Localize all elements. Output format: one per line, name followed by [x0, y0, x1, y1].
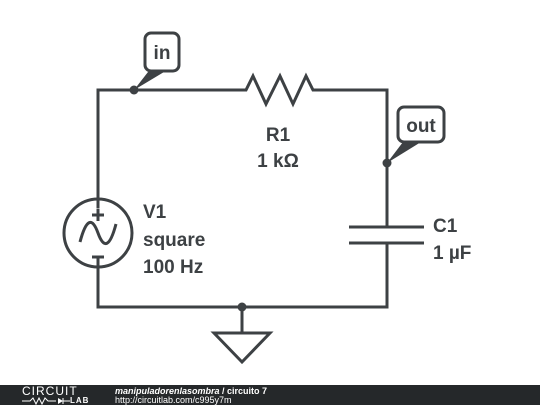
top-right-wire: [316, 88, 389, 229]
circuitlab-logo[interactable]: CIRCUIT LAB: [22, 385, 98, 405]
probe-out-label: out: [406, 116, 436, 137]
resistor-value-label: 1 kΩ: [257, 151, 299, 172]
probe-in-tag[interactable]: in: [134, 31, 181, 90]
capacitor-c1-symbol[interactable]: [349, 225, 424, 245]
circuit-name[interactable]: circuito 7: [227, 386, 268, 396]
source-frequency-label: 100 Hz: [143, 257, 203, 278]
logo-lab-text: LAB: [70, 396, 90, 405]
title-separator: /: [219, 386, 228, 396]
capacitor-name-label: C1: [433, 216, 458, 237]
source-waveform-label: square: [143, 230, 205, 251]
resistor-name-label: R1: [266, 125, 291, 146]
probe-out-tag[interactable]: out: [387, 105, 446, 163]
voltage-source-v1-symbol[interactable]: [62, 197, 134, 269]
ground-icon[interactable]: [210, 331, 274, 365]
footer-bar: CIRCUIT LAB manipuladorenlasombra / circ…: [0, 385, 540, 405]
circuit-title: manipuladorenlasombra / circuito 7: [115, 386, 267, 396]
resistor-r1-symbol[interactable]: [237, 72, 318, 108]
bottom-wire: [96, 241, 389, 309]
source-name-label: V1: [143, 202, 167, 223]
circuit-schematic: in out R1 1 kΩ V1 square 100 Hz C1 1 µF: [62, 31, 471, 365]
logo-circuit-text: CIRCUIT: [22, 384, 78, 398]
author-name[interactable]: manipuladorenlasombra: [115, 386, 220, 396]
probe-in-label: in: [154, 43, 171, 64]
logo-resistor-icon: [22, 397, 70, 405]
ground-junction-dot: [237, 302, 247, 312]
sine-wave-icon: [78, 221, 118, 245]
capacitor-value-label: 1 µF: [433, 243, 471, 264]
top-left-wire: [96, 88, 239, 209]
circuit-url-link[interactable]: http://circuitlab.com/c995y7m: [115, 395, 232, 405]
